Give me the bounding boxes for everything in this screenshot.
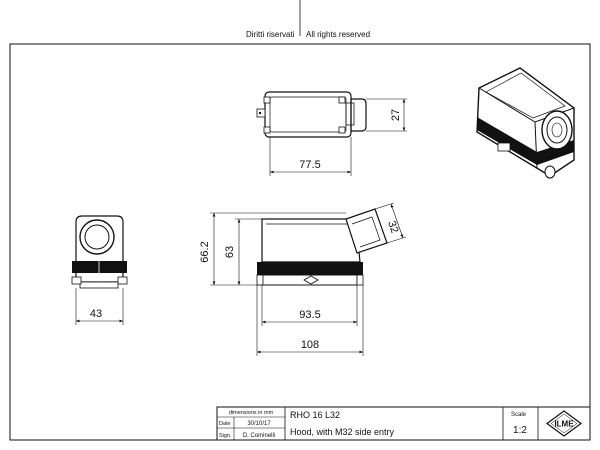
dim-side-entry: 32 — [385, 219, 400, 234]
top-view: 77.5 27 — [256, 91, 407, 176]
dim-side-base-width: 93.5 — [299, 309, 320, 321]
dim-top-width: 77.5 — [299, 159, 320, 171]
dim-side-height-body: 63 — [224, 246, 236, 258]
side-black-band — [257, 262, 363, 275]
dim-side-total-width: 108 — [301, 339, 319, 351]
logo-text: ILME — [554, 420, 574, 429]
ilme-logo: ILME — [545, 410, 583, 437]
side-logo-icon — [303, 275, 319, 285]
part-code: RHO 16 L32 — [290, 410, 340, 420]
part-description: Hood, with M32 side entry — [290, 427, 395, 437]
rights-reserved-english: All rights reserved — [306, 30, 371, 39]
sign-value: D. Cominelli — [243, 433, 275, 439]
title-block: dimensions in mm Date 30/10/17 Sign. D. … — [216, 406, 591, 441]
iso-black-band — [477, 117, 574, 165]
dim-side-height-total: 66.2 — [199, 241, 211, 262]
front-view: 43 — [71, 215, 128, 325]
iso-logo-plate — [497, 142, 511, 152]
scale-value: 1:2 — [513, 425, 527, 436]
date-value: 30/10/17 — [247, 421, 271, 427]
sign-label: Sign. — [219, 433, 232, 439]
rights-reserved-italian: Diritti riservati — [246, 30, 295, 39]
screw-icons — [256, 96, 346, 134]
isometric-view — [476, 67, 575, 179]
date-label: Date — [219, 421, 231, 427]
front-black-band — [72, 261, 127, 273]
scale-label: Scale — [511, 412, 527, 418]
dim-top-height: 27 — [390, 109, 402, 121]
units-label: dimensions in mm — [229, 410, 274, 416]
dim-front-width: 43 — [90, 308, 102, 320]
side-view: 66.2 63 32 93.5 108 — [199, 202, 407, 356]
